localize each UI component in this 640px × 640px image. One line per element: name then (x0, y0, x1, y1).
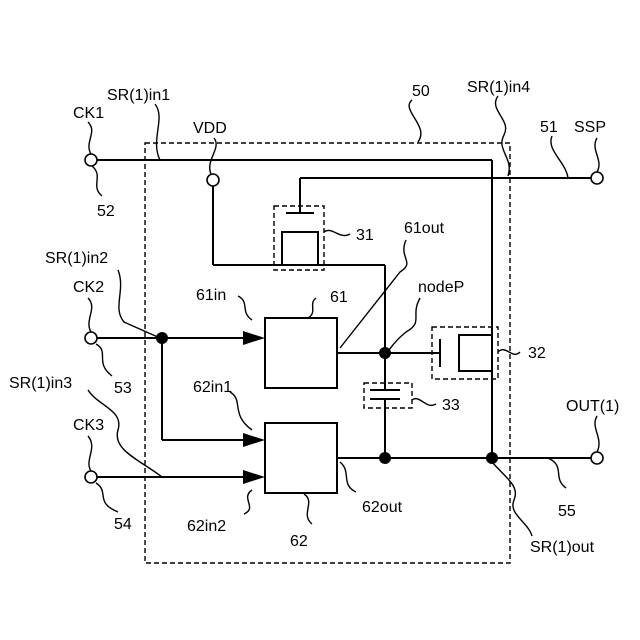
leader-50 (409, 100, 421, 142)
leader-sr-out (492, 462, 532, 536)
terminal-ck2 (85, 332, 97, 344)
terminal-out (591, 452, 603, 464)
terminal-vdd (207, 174, 219, 186)
leader-sr-in2 (118, 270, 160, 338)
label-62out: 62out (362, 499, 403, 516)
leader-31 (324, 230, 350, 235)
leader-62 (304, 494, 312, 524)
label-54: 54 (114, 516, 132, 533)
leader-32 (498, 350, 520, 355)
label-61: 61 (330, 289, 348, 306)
label-51: 51 (540, 119, 558, 136)
label-ssp: SSP (574, 119, 606, 136)
junction-62out (379, 452, 391, 464)
label-61out: 61out (404, 220, 445, 237)
leader-51 (551, 136, 568, 178)
label-ck3: CK3 (73, 417, 104, 434)
block-61 (265, 318, 337, 388)
block-62 (265, 423, 337, 493)
leader-61in (238, 296, 252, 320)
arrow-62in1 (243, 433, 265, 447)
c33-gap-mask (383, 391, 387, 398)
leader-ck1 (88, 122, 92, 154)
label-sr-in4: SR(1)in4 (467, 79, 530, 96)
label-sr-in2: SR(1)in2 (45, 250, 108, 267)
label-52: 52 (97, 203, 115, 220)
leader-53 (96, 344, 112, 376)
label-62in1: 62in1 (193, 379, 232, 396)
label-ck1: CK1 (73, 105, 104, 122)
arrow-61in (243, 331, 265, 345)
label-55: 55 (558, 503, 576, 520)
terminal-ssp (591, 172, 603, 184)
label-vdd: VDD (193, 120, 227, 137)
label-62in2: 62in2 (187, 518, 226, 535)
leader-61 (308, 298, 316, 318)
label-ck2: CK2 (73, 279, 104, 296)
leader-33 (412, 399, 436, 406)
leader-62out (340, 462, 356, 492)
label-sr-in3: SR(1)in3 (9, 375, 72, 392)
leader-ck2 (88, 298, 92, 332)
leader-out (595, 416, 599, 452)
leader-ck3 (88, 436, 92, 471)
label-62: 62 (290, 533, 308, 550)
label-53: 53 (114, 380, 132, 397)
leader-nodep (389, 298, 420, 350)
junction-ck2 (156, 332, 168, 344)
label-sr-in1: SR(1)in1 (107, 87, 170, 104)
label-out: OUT(1) (566, 398, 619, 415)
label-nodep: nodeP (418, 279, 464, 296)
t32-channel (459, 335, 492, 371)
leader-54 (96, 483, 118, 512)
leader-ssp (595, 138, 599, 172)
c33-outline (364, 383, 412, 408)
leader-62in2 (244, 490, 252, 514)
leader-61out (340, 240, 407, 348)
t31-channel (282, 232, 318, 265)
leader-55 (548, 458, 566, 488)
label-sr-out: SR(1)out (530, 539, 595, 556)
leader-62in1 (230, 392, 252, 430)
leader-sr-in4 (496, 96, 510, 176)
leader-sr-in1 (155, 104, 160, 160)
arrow-62in2 (243, 470, 265, 484)
label-50: 50 (412, 83, 430, 100)
label-61in: 61in (196, 287, 226, 304)
leader-52 (92, 166, 102, 196)
label-33: 33 (442, 397, 460, 414)
terminal-ck3 (85, 471, 97, 483)
terminal-ck1 (85, 154, 97, 166)
label-32: 32 (528, 345, 546, 362)
label-31: 31 (356, 227, 374, 244)
